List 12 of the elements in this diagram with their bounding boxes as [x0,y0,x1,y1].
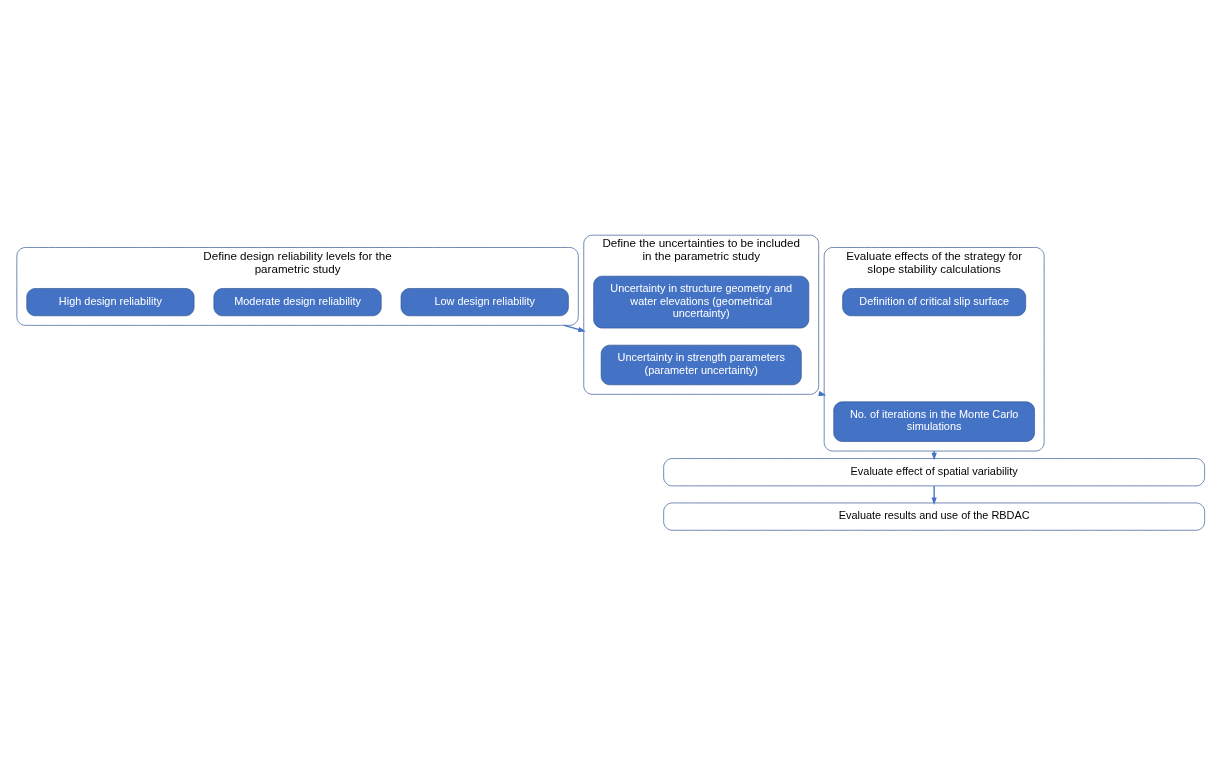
node-box: High design reliability [26,288,195,317]
node-box: Evaluate results and use of the RBDAC [663,502,1205,531]
arrow [931,450,937,461]
node-box: Uncertainty in structure geometry and water elevations (geometrical uncertainty) [593,275,810,329]
node-box: Uncertainty in strength parameters (parameter uncertainty) [600,344,802,386]
node-box: Evaluate effect of spatial variability [663,458,1205,487]
node-box: Definition of critical slip surface [842,288,1026,317]
node-box: Moderate design reliability [213,288,382,317]
arrow [563,324,586,332]
node-box: Low design reliability [400,288,569,317]
node-box: No. of iterations in the Monte Carlo simulations [833,401,1035,442]
arrow [931,485,937,505]
